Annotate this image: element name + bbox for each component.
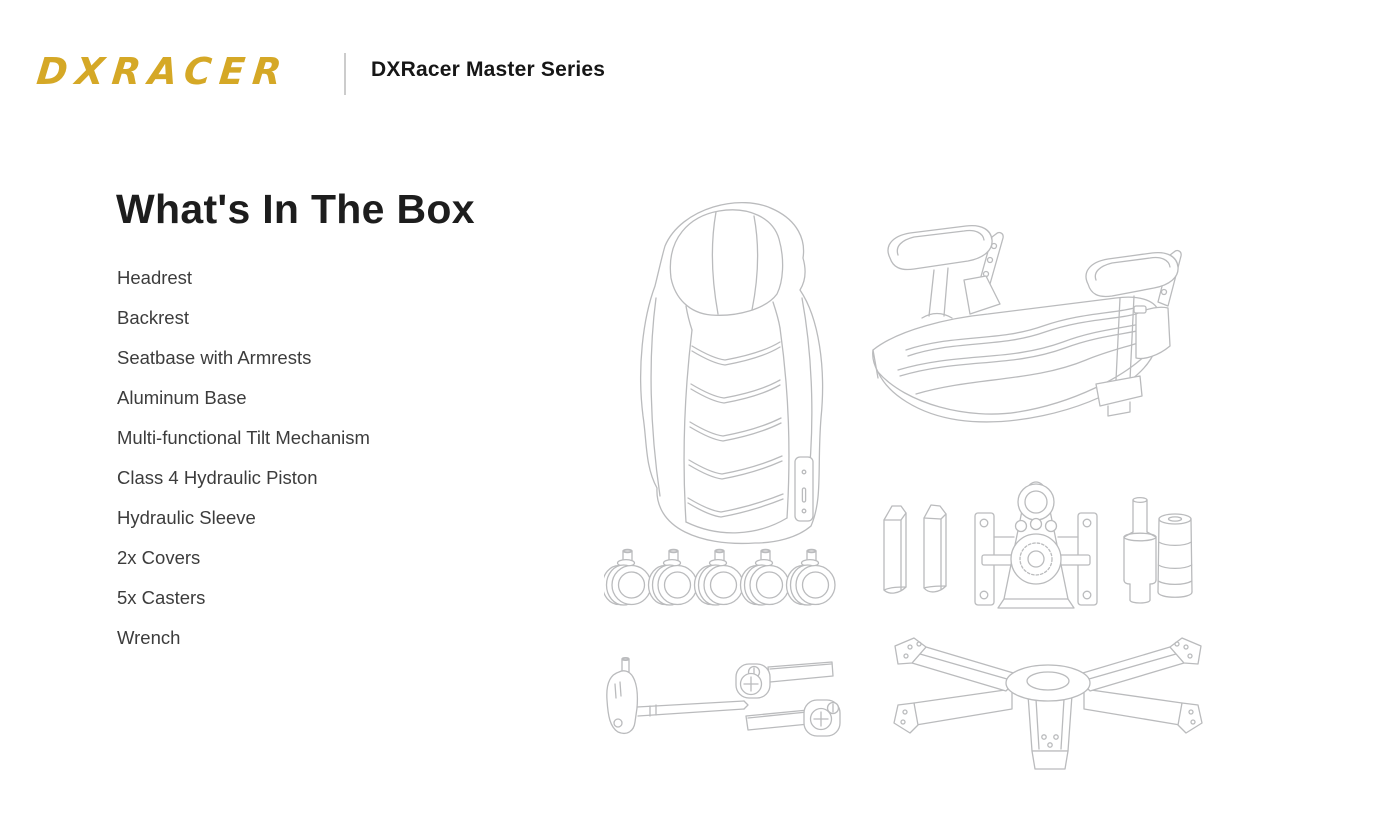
- header-divider: [344, 53, 346, 95]
- list-item-backrest: Backrest: [117, 307, 189, 328]
- list-item-seatbase: Seatbase with Armrests: [117, 347, 312, 368]
- box-contents-list: Headrest Backrest Seatbase with Armrests…: [117, 258, 370, 658]
- casters-illustration: [604, 548, 840, 610]
- page-title: What's In The Box: [116, 186, 475, 232]
- hydraulic-sleeve-illustration: [1152, 508, 1198, 606]
- list-item-hydraulic-piston: Class 4 Hydraulic Piston: [117, 467, 318, 488]
- list-item-wrench: Wrench: [117, 627, 181, 648]
- backrest-illustration: [607, 176, 839, 548]
- list-item-headrest: Headrest: [117, 267, 193, 288]
- list-item-covers: 2x Covers: [117, 547, 201, 568]
- wrench-illustration: [594, 652, 846, 750]
- list-item-aluminum-base: Aluminum Base: [117, 387, 247, 408]
- series-title: DXRacer Master Series: [371, 58, 606, 81]
- tilt-mechanism-illustration: [970, 475, 1102, 611]
- list-item-tilt-mechanism: Multi-functional Tilt Mechanism: [117, 427, 370, 448]
- list-item-hydraulic-sleeve: Hydraulic Sleeve: [117, 507, 256, 528]
- dxracer-logo: DXRACER: [34, 50, 292, 93]
- list-item-casters: 5x Casters: [117, 587, 206, 608]
- hydraulic-piston-illustration: [1114, 492, 1166, 606]
- aluminum-base-illustration: [888, 633, 1206, 775]
- seatbase-illustration: [858, 222, 1190, 434]
- covers-illustration: [876, 500, 950, 606]
